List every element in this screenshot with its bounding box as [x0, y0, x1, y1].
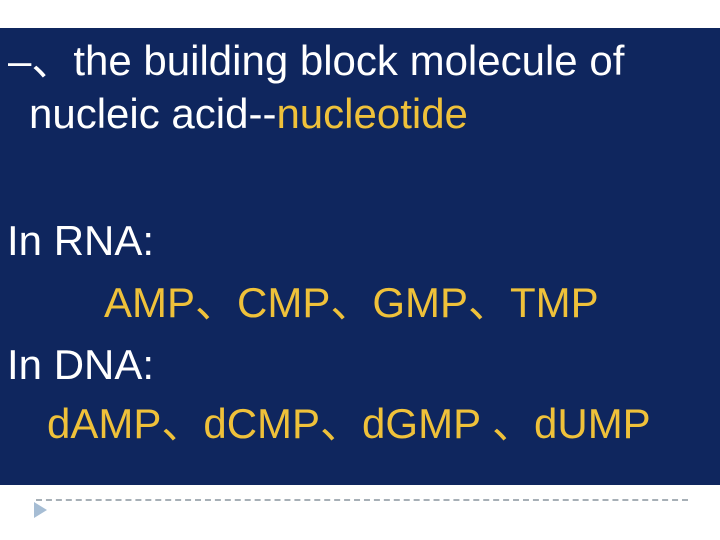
rna-label: In RNA:: [7, 217, 155, 264]
slide-title-line-2: nucleic acid--nucleotide: [29, 93, 468, 135]
dna-label: In DNA:: [7, 341, 155, 388]
slide-title-line-1: –、the building block molecule of: [8, 37, 625, 84]
dna-nucleotide-list: dAMP、dCMP、dGMP 、dUMP: [47, 400, 651, 447]
content-panel: [0, 28, 720, 485]
footer-arrow-icon: [34, 502, 47, 518]
title-line2-plain: nucleic acid--: [29, 90, 277, 137]
footer-divider: [36, 499, 688, 501]
rna-nucleotide-list: AMP、CMP、GMP、TMP: [104, 279, 599, 326]
title-line2-highlight: nucleotide: [276, 90, 468, 137]
